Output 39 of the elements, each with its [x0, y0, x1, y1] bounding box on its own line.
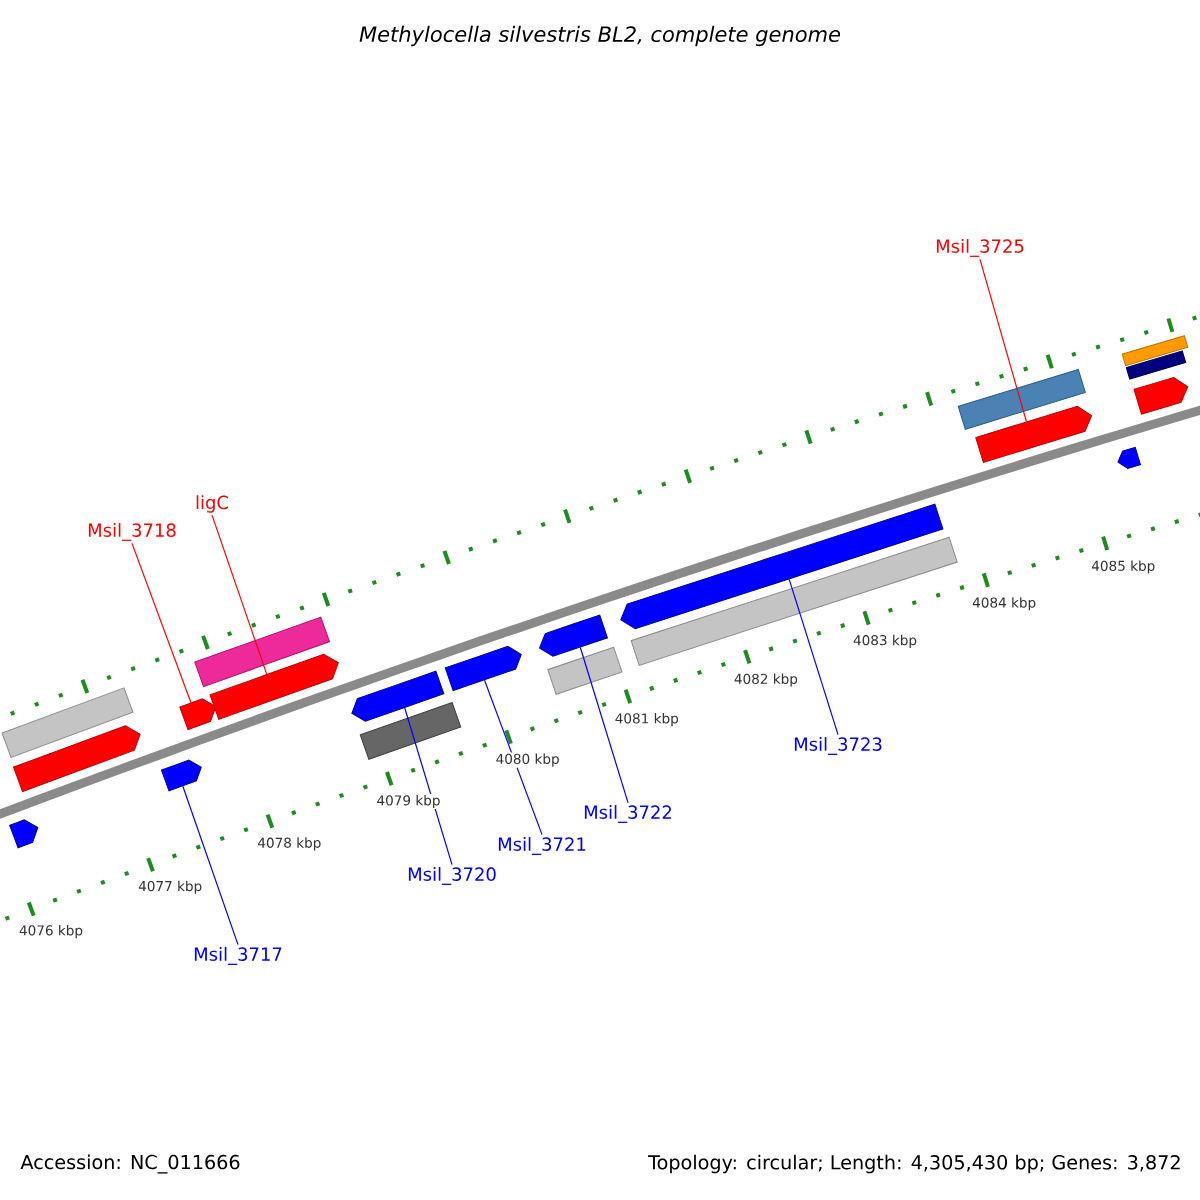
- gene-label: Msil_3722: [584, 805, 672, 823]
- leader-line: [404, 707, 453, 866]
- gene-feature: [1121, 335, 1189, 367]
- genome-info-text: Topology: circular; Length: 4,305,430 bp; Genes: 3,872: [648, 1154, 1180, 1174]
- leader-line: [979, 258, 1027, 423]
- gene-feature: [975, 405, 1093, 463]
- gene-feature: [351, 670, 445, 722]
- gene-feature: [444, 645, 522, 692]
- gene-feature: [1117, 446, 1141, 469]
- gene-feature: [1133, 376, 1189, 415]
- leader-line: [788, 578, 839, 736]
- gene-label: Msil_3720: [408, 867, 496, 885]
- gene-feature: [620, 503, 944, 630]
- gene-label: Msil_3723: [794, 737, 882, 755]
- gene-label: Msil_3721: [498, 837, 586, 855]
- leader-line: [211, 514, 268, 675]
- gene-feature: [1125, 350, 1187, 380]
- gene-feature: [547, 646, 623, 695]
- gene-feature: [539, 614, 608, 657]
- accession-text: Accession: NC_011666: [20, 1154, 240, 1174]
- leader-line: [579, 646, 629, 804]
- gene-feature: [160, 759, 202, 792]
- leader-line: [182, 785, 239, 946]
- leader-line: [483, 679, 543, 836]
- gene-label: ligC: [196, 495, 229, 513]
- gene-label: Msil_3718: [88, 523, 176, 541]
- gene-feature: [630, 536, 958, 666]
- gene-feature: [194, 616, 330, 688]
- gene-feature: [209, 653, 339, 720]
- gene-feature: [179, 698, 217, 731]
- title: Methylocella silvestris BL2, complete genome: [359, 25, 841, 47]
- gene-feature: [957, 368, 1086, 430]
- gene-feature: [9, 819, 39, 849]
- gene-feature: [1, 687, 134, 758]
- gene-label: Msil_3725: [936, 239, 1024, 257]
- gene-feature: [13, 725, 141, 793]
- leader-line: [131, 542, 192, 704]
- gene-feature: [359, 702, 462, 760]
- gene-label: Msil_3717: [194, 947, 282, 965]
